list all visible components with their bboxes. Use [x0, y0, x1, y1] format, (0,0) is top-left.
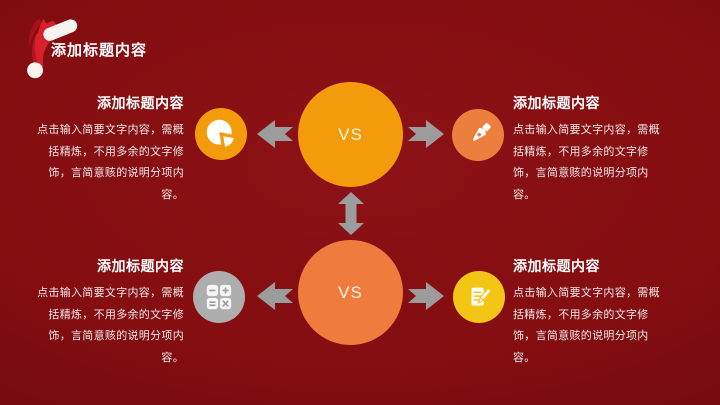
icon-badge-calculator [193, 271, 245, 323]
text-block-top-left: 添加标题内容 点击输入简要文字内容，需概括精炼，不用多余的文字修饰，言简意赅的说… [31, 95, 184, 206]
arrow-right-icon [408, 282, 444, 310]
text-block-bottom-right: 添加标题内容 点击输入简要文字内容，需概括精炼，不用多余的文字修饰，言简意赅的说… [513, 258, 666, 369]
pie-chart-icon [206, 119, 234, 147]
vs-circle-top: VS [298, 82, 403, 187]
hat-fur-band [43, 19, 78, 41]
vs-label-top: VS [338, 124, 363, 144]
icon-badge-pie-chart [195, 108, 247, 160]
text-block-top-right: 添加标题内容 点击输入简要文字内容，需概括精炼，不用多余的文字修饰，言简意赅的说… [513, 95, 666, 206]
pen-nib-icon [473, 123, 491, 141]
double-arrow-vertical-icon [338, 192, 364, 235]
icon-badge-note [453, 271, 505, 323]
page-title: 添加标题内容 [51, 42, 148, 59]
arrow-right-icon [408, 120, 444, 148]
vs-circle-bottom: VS [298, 240, 403, 345]
hat-cone-shadow [32, 32, 41, 71]
block-body: 点击输入简要文字内容，需概括精炼，不用多余的文字修饰，言简意赅的说明分项内容。 [37, 124, 184, 201]
block-title: 添加标题内容 [97, 258, 184, 274]
calculator-icon [206, 284, 232, 310]
arrow-left-icon [257, 120, 293, 148]
block-body: 点击输入简要文字内容，需概括精炼，不用多余的文字修饰，言简意赅的说明分项内容。 [513, 124, 660, 201]
block-body: 点击输入简要文字内容，需概括精炼，不用多余的文字修饰，言简意赅的说明分项内容。 [513, 287, 660, 364]
hat-pompom [27, 62, 43, 79]
icon-badge-pen [452, 109, 504, 161]
block-body: 点击输入简要文字内容，需概括精炼，不用多余的文字修饰，言简意赅的说明分项内容。 [37, 287, 184, 364]
santa-hat-icon [27, 18, 78, 79]
block-title: 添加标题内容 [513, 95, 600, 111]
block-title: 添加标题内容 [513, 258, 600, 274]
text-block-bottom-left: 添加标题内容 点击输入简要文字内容，需概括精炼，不用多余的文字修饰，言简意赅的说… [31, 258, 184, 369]
arrow-left-icon [257, 282, 293, 310]
hat-ribbon-dark [28, 18, 42, 47]
note-edit-icon [471, 287, 492, 306]
block-title: 添加标题内容 [97, 95, 184, 111]
vs-label-bottom: VS [338, 282, 363, 302]
